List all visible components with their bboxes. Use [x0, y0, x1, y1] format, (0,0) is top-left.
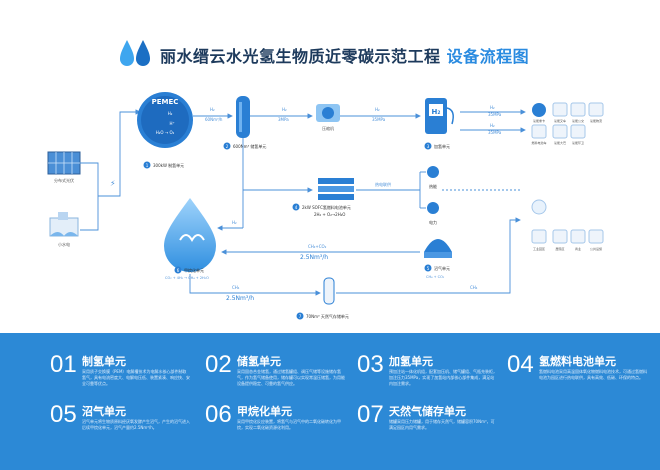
methanation-drop-icon: [164, 198, 216, 272]
flow-h2-3: H₂: [375, 107, 380, 112]
heat-label: 热能: [429, 183, 437, 189]
compressor-label: 压缩机: [322, 125, 334, 131]
pemec-eq3: H₂O → O₂: [156, 130, 175, 135]
app-r3-0: 工业园区: [533, 246, 545, 251]
fuelcell-reaction: 2H₂ + O₂→2H₂O: [314, 212, 345, 217]
pemec-name: PEMEC: [152, 98, 179, 106]
card-number: 07: [357, 401, 384, 428]
flow-h2-4: H₂: [490, 105, 495, 110]
heat-icon: [427, 166, 439, 178]
hydro-label: 小水电: [58, 241, 70, 247]
meth-unit: 甲烷化单元: [184, 267, 204, 273]
card-number: 06: [205, 401, 232, 428]
card-number: 05: [50, 401, 77, 428]
fuelcell-unit: 2kW SOFC氢燃料电池单元: [302, 204, 351, 210]
pemec-unit: 300kW 制氢单元: [153, 162, 184, 168]
card-title: 加氢单元: [389, 355, 433, 368]
flow-biogas: CH₄+CO₂: [308, 244, 327, 249]
card-desc: 储罐采用压力储罐，用于储存天然气，储罐容积70Nm³，可满足园区内用气需求。: [389, 419, 495, 430]
title-main: 丽水缙云水光氢生物质近零碳示范工程: [160, 47, 441, 66]
app-r3-1: 居民区: [555, 246, 564, 251]
biogas-unit: 沼气单元: [434, 265, 450, 271]
flow-h2-5: H₂: [490, 123, 495, 128]
card-desc: 采用甲烷化反应装置，将氢气与沼气中的二氧化碳转化为甲烷，实现二氧化碳资源化利用。: [237, 419, 341, 430]
flow-ch4-rate: 2.5Nm³/h: [226, 295, 254, 302]
flow-p4: 35MPa: [372, 117, 386, 122]
app-r3-3: 公共设施: [590, 246, 602, 251]
solar-label: 分布式光伏: [54, 177, 74, 183]
station-unit: 加氢单元: [434, 143, 450, 149]
app-r2-1: 氢能大巴: [554, 140, 566, 145]
unit-description-panel: 01 制氢单元 采用质子交换膜（PEM）电解槽技术为电解水核心部件制取氢气，具有…: [0, 333, 660, 470]
card-title: 沼气单元: [82, 405, 126, 418]
vehicle-applications-group: [531, 102, 604, 139]
hydro-dam-icon: [49, 212, 79, 237]
card-desc: 氢燃料电池采用高温固体氧化物燃料电池技术，可通过氢燃料电池为园区进行热电联供，具…: [539, 369, 647, 380]
card-number: 01: [50, 351, 77, 378]
pemec-electrolyzer: [137, 92, 193, 148]
pemec-eq1: H₂: [168, 111, 173, 116]
flow-h2-meth: H₂: [232, 220, 237, 225]
flow-biogas-rate: 2.5Nm³/h: [300, 254, 328, 261]
card-desc: 预加注站一体化机组，配套加压机、储气罐组、气瓶充装柜，加注压力35MPa，实现了…: [389, 369, 497, 386]
flow-h2-2: H₂: [282, 107, 287, 112]
card-title: 制氢单元: [82, 355, 126, 368]
flow-p5a: 35MPa: [488, 112, 502, 117]
gas-storage-tank-icon: [323, 277, 335, 305]
card-desc: 采用质子交换膜（PEM）电解槽技术为电解水核心部件制取氢气，具有电流密度大、电解…: [82, 369, 190, 386]
card-title: 储氢单元: [237, 355, 281, 368]
power-icon: [427, 202, 439, 214]
app-r2-2: 氢能环卫: [572, 140, 584, 145]
meth-no: 6: [177, 268, 180, 273]
power-label: 电力: [429, 219, 437, 225]
app-r3-2: 商业: [575, 246, 581, 251]
page-title: 丽水缙云水光氢生物质近零碳示范工程 设备流程图: [160, 43, 529, 67]
hydrogen-storage-tank-icon: [236, 96, 250, 138]
station-no: 3: [427, 144, 430, 149]
fuel-cell-stack-icon: [318, 178, 354, 200]
card-title: 氢燃料电池单元: [539, 355, 616, 368]
solar-panel-icon: [47, 151, 81, 175]
community-applications-group: [531, 199, 604, 244]
card-number: 03: [357, 351, 384, 378]
biogas-reaction: CH₄ + CO₂: [426, 275, 445, 279]
gasstore-unit: 70Nm³ 天然气存储单元: [306, 313, 349, 319]
card-title: 天然气储存单元: [389, 405, 466, 418]
card-number: 04: [507, 351, 534, 378]
storage-unit: 600Nm³ 储氢单元: [233, 143, 266, 149]
pemec-no: 1: [146, 163, 149, 168]
flow-h2-1: H₂: [210, 107, 215, 112]
gasstore-no: 7: [299, 314, 302, 319]
flow-p5b: 35MPa: [488, 130, 502, 135]
meth-reaction: CO₂ + 4H₂ → CH₄ + 2H₂O: [165, 276, 209, 280]
app-r1-2: 氢能公交: [572, 118, 584, 123]
biogas-digester-icon: [424, 239, 452, 258]
app-r1-1: 氢能叉车: [554, 118, 566, 123]
storage-no: 2: [226, 144, 229, 149]
app-r1-0: 氢能重卡: [533, 118, 545, 123]
app-r1-3: 氢能物流: [590, 118, 602, 123]
fuelcell-no: 4: [295, 205, 298, 210]
chp-label: 热电联供: [375, 181, 391, 187]
svg-text:H₂: H₂: [432, 108, 441, 116]
app-r2-0: 燃料电池车: [531, 140, 546, 145]
power-bolt-icon: ⚡: [110, 179, 116, 188]
biogas-no: 5: [427, 266, 430, 271]
card-number: 02: [205, 351, 232, 378]
card-desc: 采用固态合金储氢，通过储氢罐组、调压气储等设施储存氢气，作为氢气储备使用，储存罐…: [237, 369, 345, 386]
hydrogen-dispenser-icon: H₂: [425, 98, 454, 134]
pemec-eq2: H⁺: [169, 121, 174, 126]
compressor-icon: [316, 104, 340, 122]
flow-rate-1: 60Nm³/h: [205, 117, 223, 122]
card-title: 甲烷化单元: [237, 405, 292, 418]
flow-p2: 3MPa: [278, 117, 289, 122]
flow-ch4-2: CH₄: [470, 285, 478, 290]
water-drop-logo-icon: [120, 40, 150, 66]
card-desc: 沼气单元将生物质原料经厌氧发酵产生沼气，产生的沼气进入后续甲烷化单元，沼气产量约…: [82, 419, 190, 430]
flow-ch4-1: CH₄: [232, 285, 240, 290]
title-accent: 设备流程图: [446, 47, 530, 66]
process-diagram: 分布式光伏 小水电 ⚡ PEMEC H₂ H⁺ H₂O → O₂ 1 300kW…: [47, 92, 604, 320]
